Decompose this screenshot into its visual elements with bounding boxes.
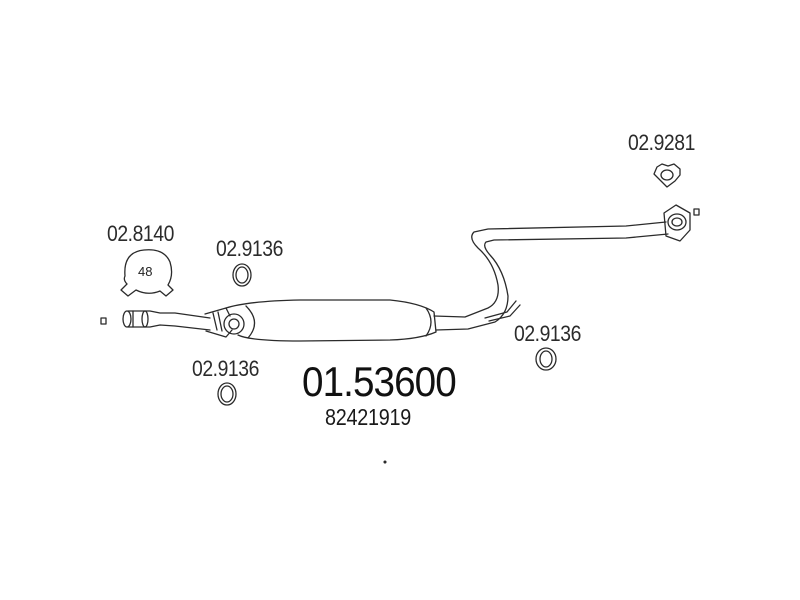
stray-dot <box>383 460 387 464</box>
clamp-part: 48 <box>120 249 174 297</box>
hanger-bracket <box>484 300 517 319</box>
silencer-end-cap <box>245 305 256 339</box>
intermediate-pipe <box>433 221 667 318</box>
gasket-ring-upper-left <box>232 263 252 287</box>
gasket-upper-left-part-number: 02.9136 <box>216 236 283 261</box>
gasket-ring-right <box>535 347 557 371</box>
front-flange <box>663 204 691 242</box>
main-part-number: 01.53600 <box>302 358 457 405</box>
hanger-bracket-inner <box>488 304 521 322</box>
gasket-ring-lower-left <box>217 382 237 406</box>
flange-gasket-part-number: 02.9281 <box>628 130 695 155</box>
right-end-marker <box>693 208 700 216</box>
silencer-end-seam <box>425 307 432 337</box>
clamp-part-number: 02.8140 <box>107 221 174 246</box>
oe-number: 82421919 <box>325 404 411 430</box>
left-end-marker <box>100 317 107 325</box>
clamp-size-text: 48 <box>138 264 152 279</box>
silencer-body <box>225 299 437 342</box>
gasket-lower-left-part-number: 02.9136 <box>192 356 259 381</box>
flange-gasket <box>653 163 681 188</box>
gasket-right-part-number: 02.9136 <box>514 321 581 346</box>
intermediate-pipe-lower <box>435 233 669 331</box>
silencer-inlet-flange <box>204 307 245 338</box>
tail-pipe-end <box>122 310 211 331</box>
middle-silencer-assembly <box>122 204 691 342</box>
